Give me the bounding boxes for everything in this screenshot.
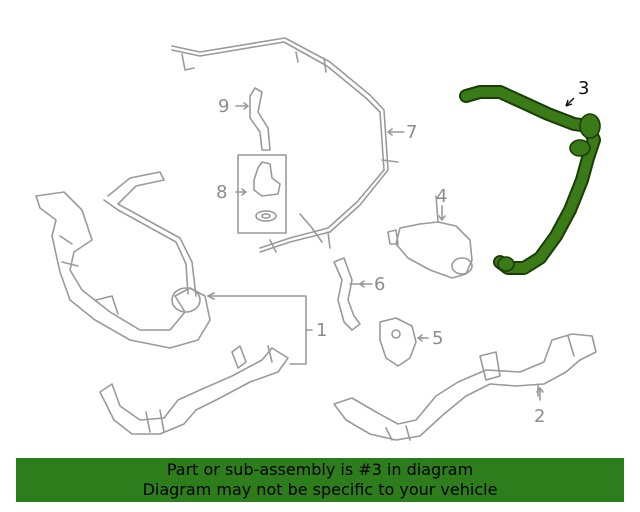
callout-3: 3 <box>578 78 589 99</box>
callout-8: 8 <box>216 182 227 203</box>
callout-6: 6 <box>374 274 385 295</box>
part-1-lower-hose-assembly <box>99 345 289 435</box>
callout-2: 2 <box>534 406 545 427</box>
part-5-valve <box>379 317 425 367</box>
callout-5: 5 <box>432 328 443 349</box>
part-8-kit-box <box>237 154 287 234</box>
part-1-leader-bracket <box>207 292 313 365</box>
part-3-highlighted-hose <box>459 85 601 275</box>
part-9-small-hose <box>249 87 271 151</box>
parts-diagram: 1 2 3 4 5 6 7 8 9 <box>35 37 601 441</box>
banner-line-1: Part or sub-assembly is #3 in diagram <box>166 460 474 479</box>
callout-7: 7 <box>406 122 417 143</box>
part-2-lower-hose <box>333 333 597 441</box>
callout-4: 4 <box>436 186 447 207</box>
callout-1: 1 <box>316 320 327 341</box>
leader-arrows <box>235 102 544 401</box>
part-4-pump <box>387 195 473 279</box>
info-banner: Part or sub-assembly is #3 in diagram Di… <box>16 458 624 502</box>
banner-line-2: Diagram may not be specific to your vehi… <box>142 480 498 499</box>
callout-9: 9 <box>218 96 229 117</box>
part-6-small-hose <box>333 257 365 331</box>
part-7-bracket-line <box>171 37 399 253</box>
part-1-upper-hose-assembly <box>35 171 211 349</box>
